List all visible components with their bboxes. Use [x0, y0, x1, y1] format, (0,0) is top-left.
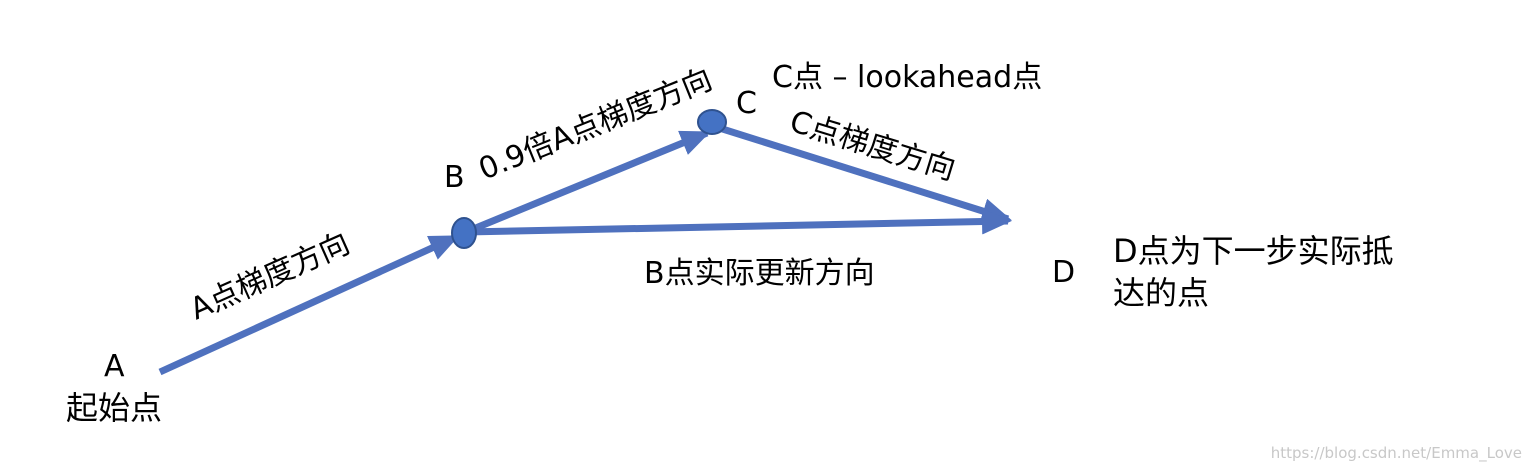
node-c-note: C点 – lookahead点: [772, 60, 1042, 95]
edge-b-to-d-label: B点实际更新方向: [644, 256, 875, 291]
edge-b-to-c-label: 0.9倍A点梯度方向: [474, 62, 717, 187]
node-d-note-line2: 达的点: [1113, 274, 1209, 312]
arrow-c-to-d: [711, 122, 1012, 224]
node-a-sublabel: 起始点: [66, 389, 162, 427]
node-b-dot: [451, 217, 477, 249]
edge-a-to-b-label: A点梯度方向: [185, 226, 355, 327]
arrow-a-to-b: [158, 233, 460, 376]
arrow-b-to-d: [465, 208, 1012, 236]
watermark-text: https://blog.csdn.net/Emma_Love: [1271, 444, 1522, 463]
node-c-label: C: [736, 86, 757, 121]
node-d-label: D: [1052, 255, 1075, 290]
node-c-dot: [697, 109, 727, 135]
node-d-note-line1: D点为下一步实际抵: [1113, 232, 1394, 270]
arrow-b-to-c: [464, 129, 711, 236]
node-a-label: A: [104, 349, 125, 384]
node-b-label: B: [444, 160, 465, 195]
